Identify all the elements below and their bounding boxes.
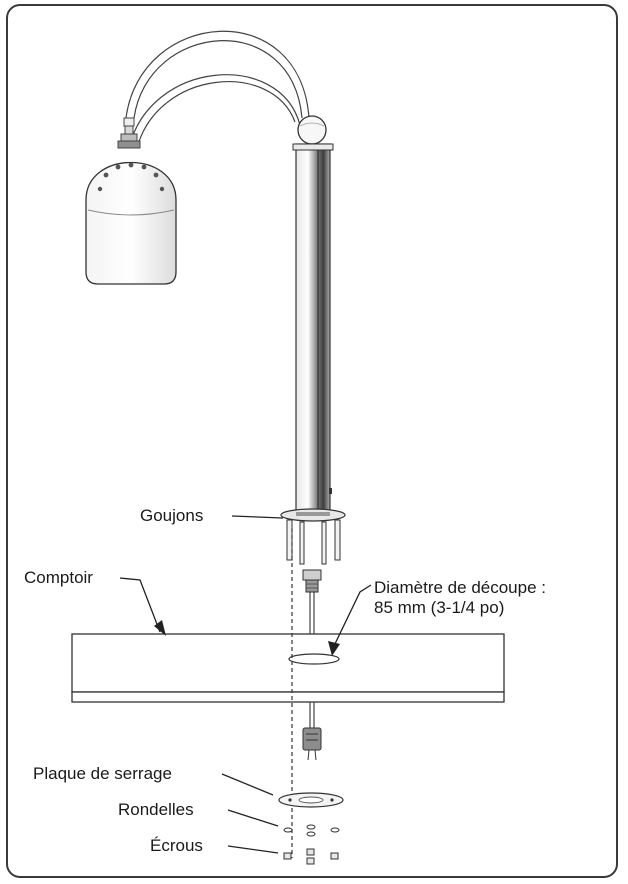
lamp-arm <box>125 30 310 149</box>
base-flange <box>280 508 346 522</box>
label-counter: Comptoir <box>24 568 93 587</box>
mounting-studs <box>286 519 341 565</box>
label-cutout-line2: 85 mm (3-1/4 po) <box>374 598 505 617</box>
ball-joint <box>297 115 327 145</box>
washers-part <box>283 824 340 837</box>
counter-top <box>71 633 505 703</box>
nuts-part <box>283 848 339 865</box>
lamp-shade <box>85 161 177 285</box>
leader-lines <box>119 515 372 854</box>
label-studs: Goujons <box>140 506 204 525</box>
label-cutout-line1: Diamètre de découpe : <box>374 578 546 597</box>
leader-arrowheads <box>154 620 340 656</box>
plug <box>302 727 322 761</box>
label-washers: Rondelles <box>118 800 194 819</box>
lamp-pole <box>292 143 334 513</box>
threaded-fitting <box>302 569 322 593</box>
clamp-plate-part <box>278 792 344 808</box>
lamp-connector <box>117 117 141 149</box>
label-clamp-plate: Plaque de serrage <box>33 764 172 783</box>
label-nuts: Écrous <box>150 836 203 855</box>
